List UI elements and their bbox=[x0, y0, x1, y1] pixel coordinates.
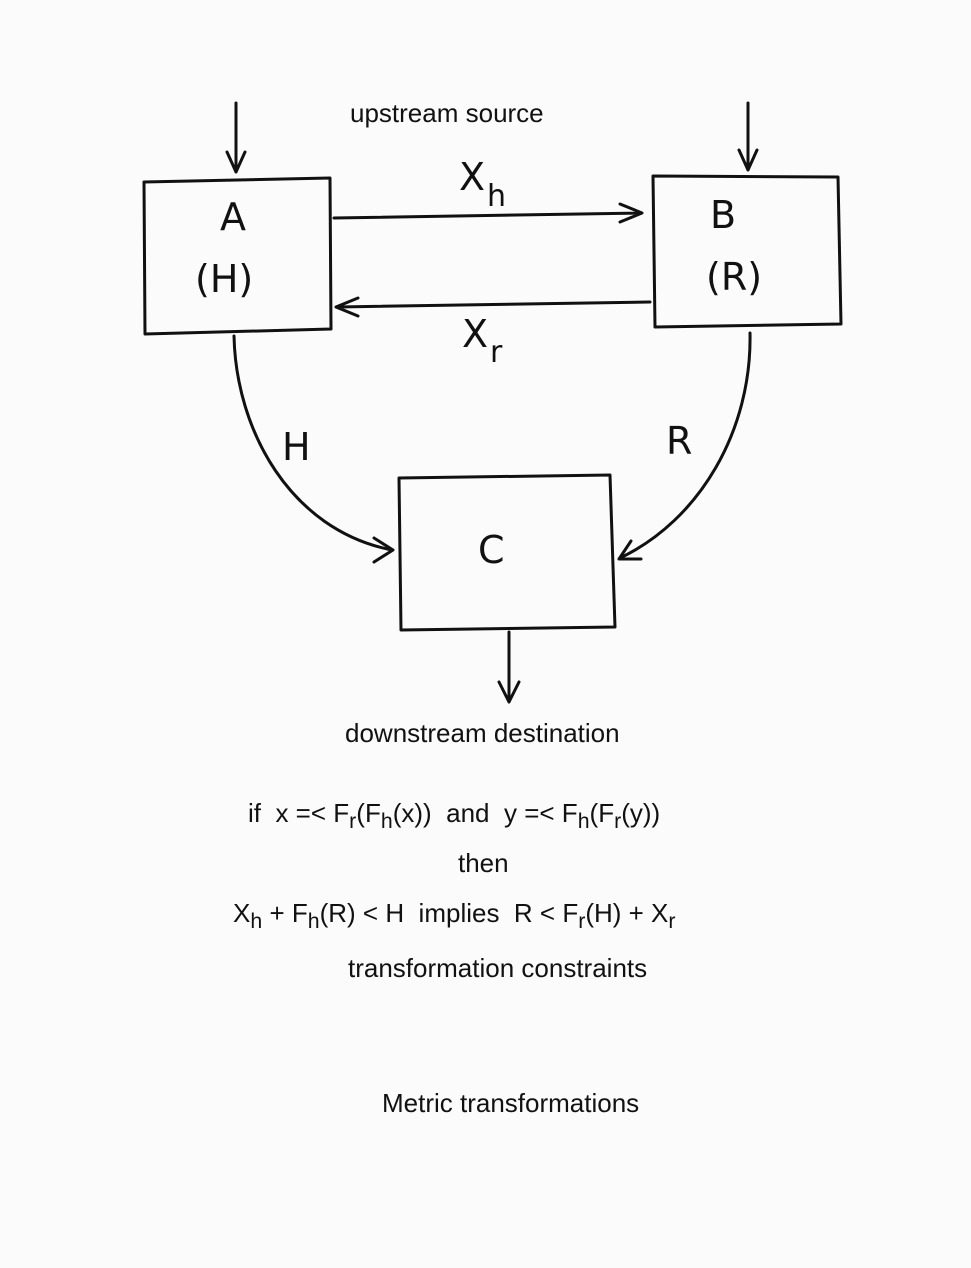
formula-fr2-sub: r bbox=[614, 808, 622, 833]
formula-y-cond: y =< bbox=[503, 798, 555, 828]
formula-line-1: if x =< Fr(Fh(x)) and y =< Fh(Fr(y)) bbox=[248, 798, 660, 834]
formula-fr-sub: r bbox=[349, 808, 357, 833]
formula3-r-sub: r bbox=[578, 908, 586, 933]
downstream-arrow bbox=[497, 630, 521, 704]
formula-if: if bbox=[248, 798, 261, 828]
arrow-r bbox=[617, 331, 752, 561]
box-b bbox=[651, 174, 843, 329]
formula-fh2-sub: h bbox=[577, 808, 590, 833]
edge-h-label: H bbox=[282, 425, 311, 469]
edge-xr-sub: r bbox=[490, 335, 503, 370]
node-b-sub: (R) bbox=[706, 255, 762, 299]
formula3-tail: (H) + X bbox=[585, 898, 669, 928]
downstream-label: downstream destination bbox=[345, 718, 620, 748]
box-a bbox=[142, 176, 333, 336]
upstream-arrow-b bbox=[737, 101, 759, 172]
node-c-letter: C bbox=[478, 528, 505, 572]
node-a-sub: (H) bbox=[195, 257, 253, 301]
formula-mid-2: (F bbox=[589, 798, 615, 828]
edge-r-label: R bbox=[666, 419, 692, 463]
node-b-letter: B bbox=[710, 193, 736, 237]
arrow-xr bbox=[334, 296, 652, 318]
edge-xh-main: X bbox=[459, 155, 485, 199]
caption: Metric transformations bbox=[382, 1088, 640, 1118]
formula3-rest: (R) < H bbox=[319, 898, 405, 928]
formula3-plus: + F bbox=[269, 898, 308, 928]
formula-fr-mid: (F bbox=[356, 798, 381, 828]
arrow-h bbox=[232, 334, 395, 564]
formula-fh-sub: h bbox=[380, 808, 393, 833]
node-a-letter: A bbox=[220, 195, 246, 239]
edge-xr-main: X bbox=[462, 312, 488, 356]
formula-then: then bbox=[458, 848, 509, 878]
formula-fr: F bbox=[333, 798, 350, 828]
formula-line-3: Xh + Fh(R) < H implies R < Fr(H) + Xr bbox=[233, 898, 676, 934]
formula3-f-sub: h bbox=[307, 908, 320, 933]
arrow-xh bbox=[332, 202, 644, 224]
formula3-implies: implies bbox=[418, 898, 500, 928]
formula3-x-sub: h bbox=[250, 908, 263, 933]
formula-and: and bbox=[446, 798, 490, 828]
upstream-label: upstream source bbox=[350, 98, 544, 128]
edge-xh-sub: h bbox=[487, 179, 506, 214]
upstream-arrow-a bbox=[225, 101, 247, 174]
formula3-x: X bbox=[233, 898, 251, 928]
formula-x-cond: x =< bbox=[275, 798, 327, 828]
formula3-r: R < F bbox=[513, 898, 579, 928]
box-c bbox=[397, 473, 617, 632]
formula-tail-1: (x)) bbox=[392, 798, 432, 828]
formula-fh: F bbox=[561, 798, 578, 828]
formula3-tail-sub: r bbox=[668, 908, 676, 933]
constraints-label: transformation constraints bbox=[348, 953, 648, 983]
formula-tail-2: (y)) bbox=[621, 798, 661, 828]
